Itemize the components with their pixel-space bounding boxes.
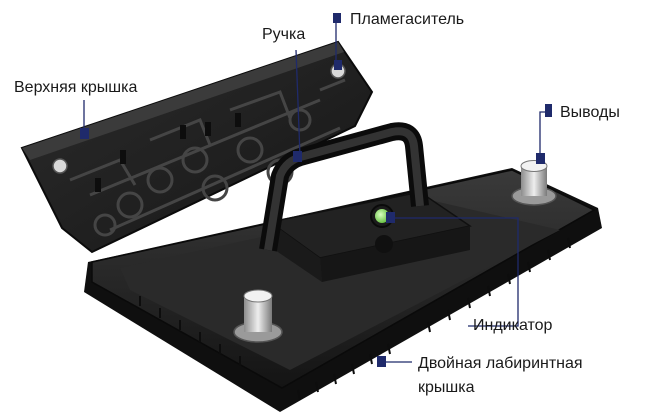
handle-shape	[259, 122, 429, 252]
marker-flame-end	[334, 60, 342, 70]
marker-cover	[377, 356, 386, 367]
label-flame-arrester: Пламегаситель	[350, 11, 465, 28]
label-indicator: Индикатор	[473, 317, 553, 334]
label-top-cover: Верхняя крышка	[14, 79, 138, 96]
marker-terminals	[536, 153, 545, 164]
leader-line-terminals	[539, 111, 545, 158]
marker-top-cover	[80, 128, 89, 139]
marker-handle	[293, 151, 302, 162]
label-handle: Ручка	[262, 26, 306, 43]
label-double-labyrinth-cover: Двойная лабиринтная крышка	[418, 355, 583, 396]
label-terminals: Выводы	[560, 104, 620, 121]
top-cover-shape	[20, 40, 374, 254]
terminal-right	[511, 160, 557, 206]
indicator-eye	[370, 204, 394, 253]
marker-indicator	[386, 212, 395, 223]
leader-line-handle	[295, 49, 301, 157]
marker-terminals-label	[545, 104, 552, 117]
battery-body	[84, 168, 602, 412]
leader-line-indicator	[390, 217, 519, 327]
terminal-left	[233, 289, 283, 343]
marker-flame	[333, 13, 341, 23]
